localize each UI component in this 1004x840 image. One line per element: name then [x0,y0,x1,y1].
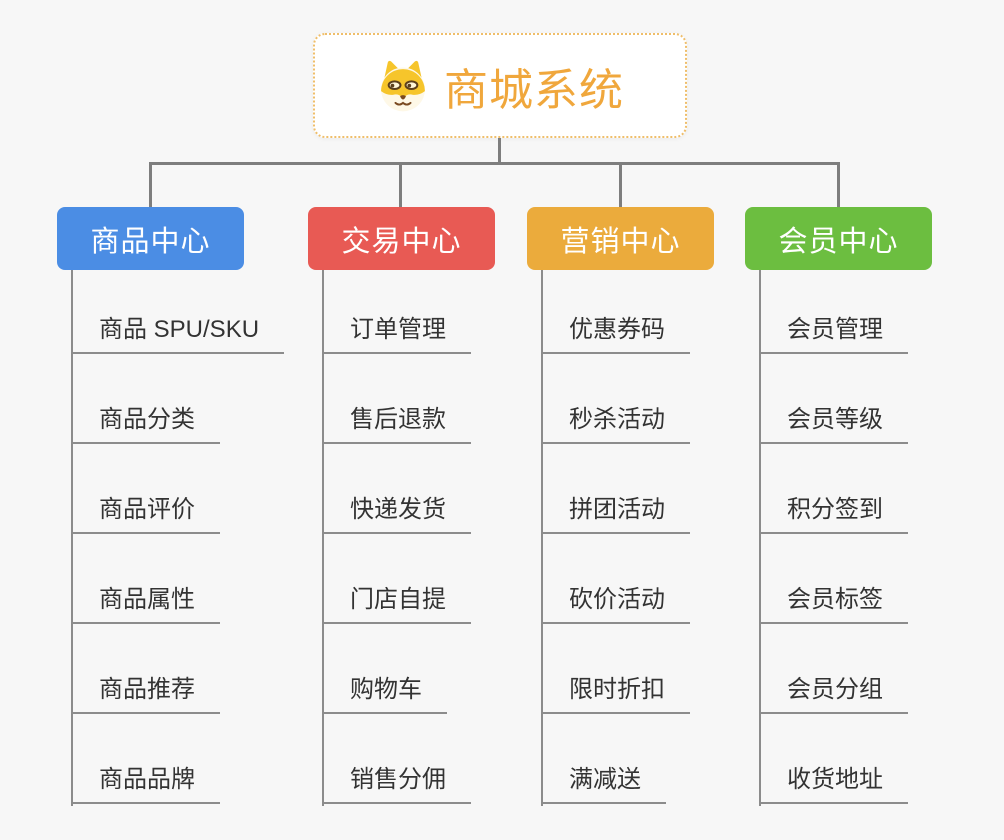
leaf-node-marketing-discount[interactable]: 限时折扣 [541,669,690,714]
leaf-node-goods-brand[interactable]: 商品品牌 [71,759,220,804]
branch-node-member[interactable]: 会员中心 [745,207,932,270]
leaf-node-member-tag[interactable]: 会员标签 [759,579,908,624]
branch-node-goods[interactable]: 商品中心 [57,207,244,270]
leaf-node-marketing-bargain[interactable]: 砍价活动 [541,579,690,624]
branch-node-marketing[interactable]: 营销中心 [527,207,714,270]
leaf-node-marketing-flashsale[interactable]: 秒杀活动 [541,399,690,444]
leaf-node-marketing-coupon[interactable]: 优惠券码 [541,309,690,354]
dog-face-icon [381,60,425,111]
branch-column-member: 会员中心 会员管理 会员等级 积分签到 会员标签 会员分组 收货地址 [745,207,932,806]
connector-root-stub [498,138,501,164]
leaf-node-goods-review[interactable]: 商品评价 [71,489,220,534]
leaf-node-trade-cart[interactable]: 购物车 [322,669,447,714]
root-title: 商城系统 [444,65,624,115]
leaf-node-member-group[interactable]: 会员分组 [759,669,908,714]
leaf-node-marketing-promo[interactable]: 满减送 [541,759,666,804]
leaf-node-trade-shipping[interactable]: 快递发货 [322,489,471,534]
leaf-node-goods-recommend[interactable]: 商品推荐 [71,669,220,714]
leaf-node-member-level[interactable]: 会员等级 [759,399,908,444]
trunk-line-marketing [541,270,543,806]
branch-node-trade[interactable]: 交易中心 [308,207,495,270]
leaf-node-trade-refund[interactable]: 售后退款 [322,399,471,444]
leaf-node-trade-commission[interactable]: 销售分佣 [322,759,471,804]
connector-stem-trade [399,162,402,208]
root-node[interactable]: 商城系统 [313,33,687,138]
branch-column-marketing: 营销中心 优惠券码 秒杀活动 拼团活动 砍价活动 限时折扣 满减送 [527,207,714,806]
branch-column-trade: 交易中心 订单管理 售后退款 快递发货 门店自提 购物车 销售分佣 [308,207,495,806]
connector-stem-goods [149,162,152,208]
leaf-node-member-points[interactable]: 积分签到 [759,489,908,534]
leaf-node-member-manage[interactable]: 会员管理 [759,309,908,354]
leaf-node-trade-order[interactable]: 订单管理 [322,309,471,354]
trunk-line-trade [322,270,324,806]
leaf-node-goods-spu-sku[interactable]: 商品 SPU/SKU [71,309,285,354]
leaf-node-goods-category[interactable]: 商品分类 [71,399,220,444]
trunk-line-goods [71,270,73,806]
connector-stem-marketing [619,162,622,208]
leaf-node-trade-pickup[interactable]: 门店自提 [322,579,471,624]
branch-column-goods: 商品中心 商品 SPU/SKU 商品分类 商品评价 商品属性 商品推荐 商品品牌 [57,207,285,806]
leaf-node-marketing-groupbuy[interactable]: 拼团活动 [541,489,690,534]
connector-stem-member [837,162,840,208]
leaf-node-member-address[interactable]: 收货地址 [759,759,908,804]
connector-horizontal [149,162,840,165]
trunk-line-member [759,270,761,806]
leaf-node-goods-attribute[interactable]: 商品属性 [71,579,220,624]
